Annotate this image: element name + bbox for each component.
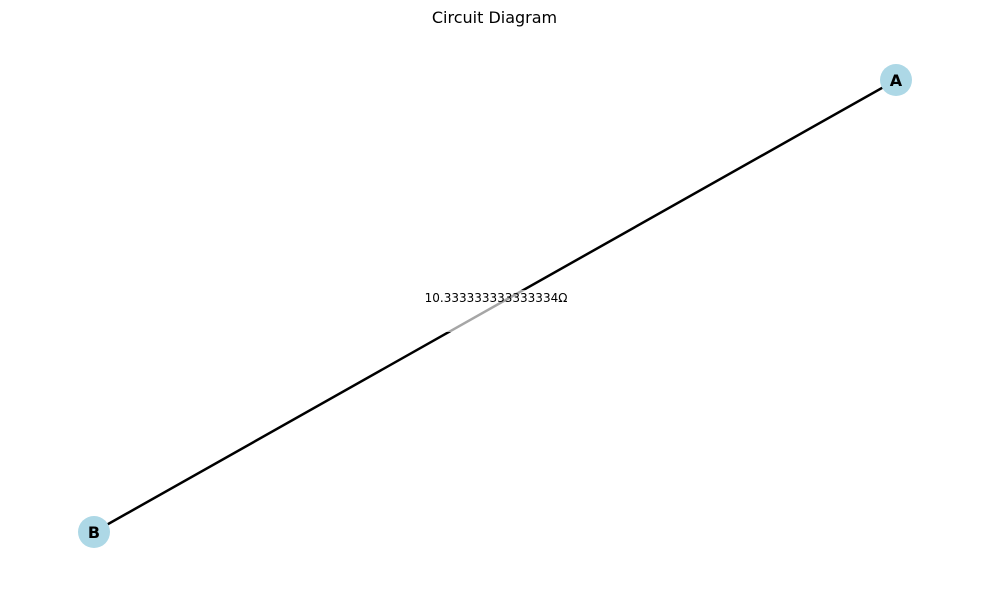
node-b-label: B [88,523,100,542]
node-b-circle [78,516,110,548]
edge-label: 10.333333333333334Ω [425,291,568,305]
node-a: A [880,64,912,96]
edge-label-box [414,290,578,332]
node-b: B [78,516,110,548]
diagram-title: Circuit Diagram [431,8,558,27]
node-a-circle [880,64,912,96]
node-a-label: A [890,71,903,90]
